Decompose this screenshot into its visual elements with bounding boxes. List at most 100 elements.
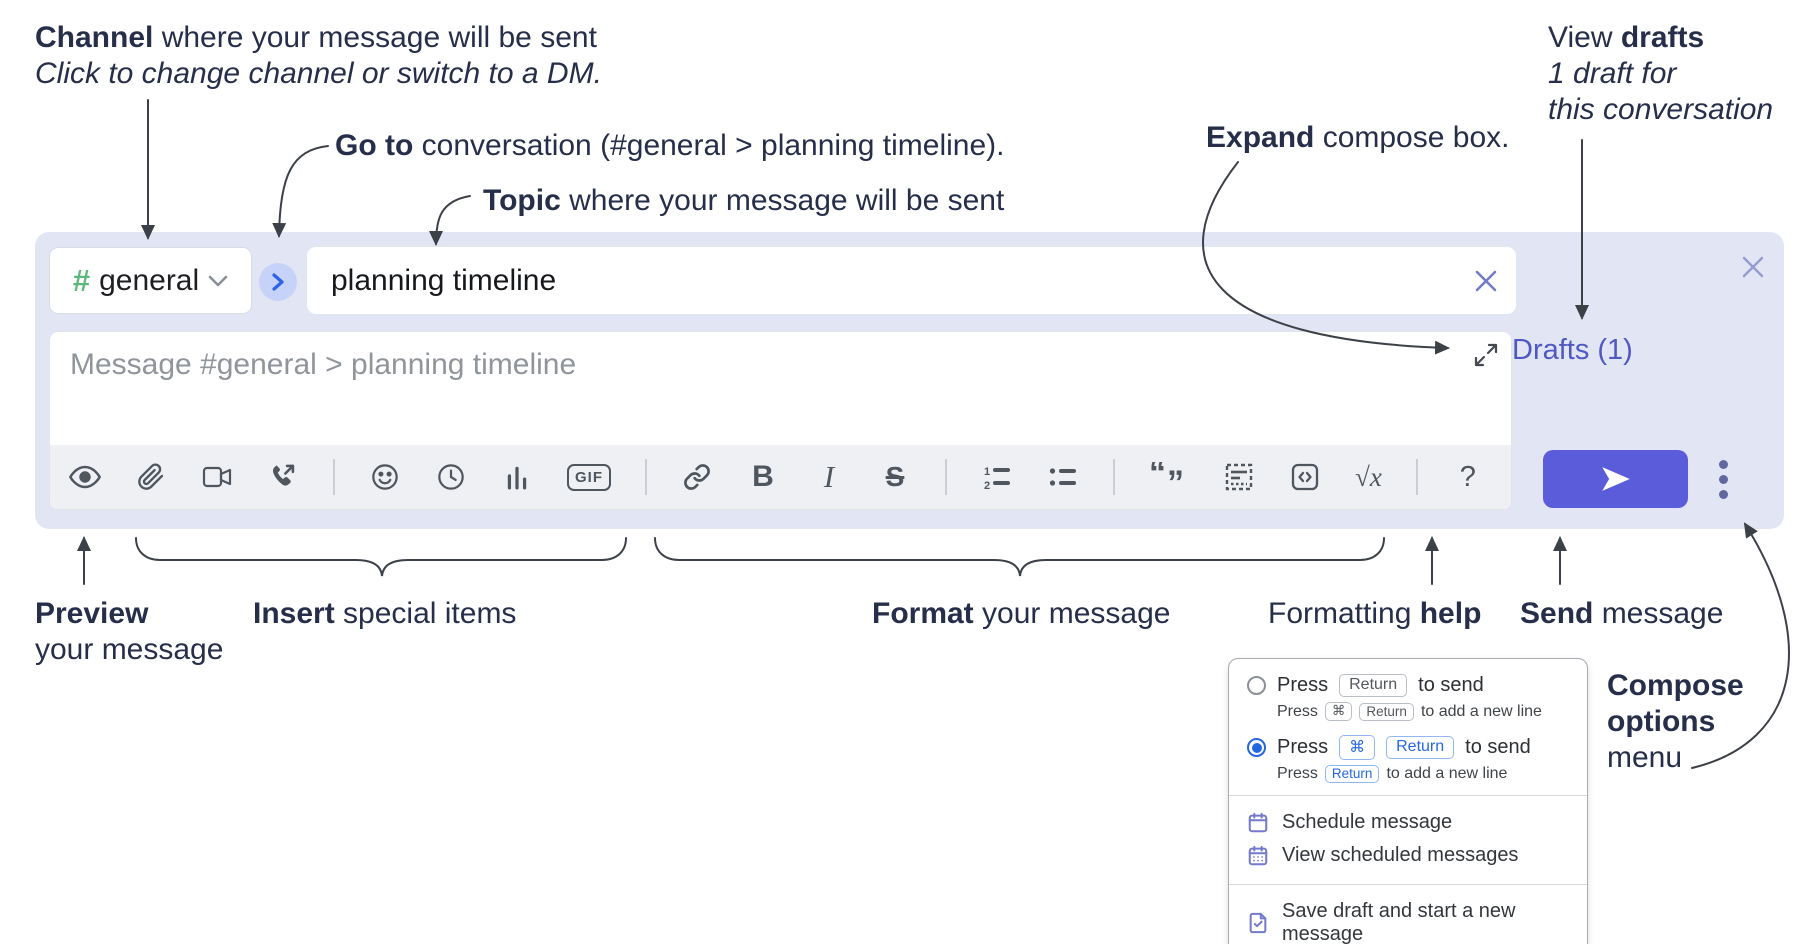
question-mark-icon: ?: [1459, 460, 1476, 493]
emoji-button[interactable]: [369, 458, 401, 496]
bulleted-list-icon: [1049, 468, 1076, 486]
radio-selected-icon[interactable]: [1247, 738, 1266, 757]
compose-options-button[interactable]: [1701, 454, 1745, 504]
math-button[interactable]: √x: [1355, 458, 1382, 496]
compose-box: # general: [35, 232, 1784, 529]
video-camera-icon: [202, 466, 232, 488]
toolbar-divider: [1113, 459, 1115, 495]
toolbar-divider: [1415, 459, 1418, 495]
svg-text:”: ”: [1167, 464, 1184, 492]
arrow-goto: [272, 145, 329, 238]
return-key: Return: [1386, 736, 1455, 759]
go-to-conversation-button[interactable]: [259, 263, 297, 301]
smiley-icon: [372, 464, 398, 490]
annotation-expand: Expand compose box.: [1206, 121, 1510, 154]
bold-icon: B: [752, 460, 774, 493]
calendar-icon: [1248, 812, 1268, 832]
brace-insert: [135, 537, 627, 577]
menu-option-enter-sends[interactable]: Press Return to send: [1229, 672, 1587, 697]
video-call-button[interactable]: [201, 458, 233, 496]
quote-button[interactable]: “ ”: [1149, 458, 1189, 496]
channel-selector[interactable]: # general: [49, 247, 252, 314]
menu-option-enter-sends-subtext: Press ⌘ Return to add a new line: [1277, 702, 1542, 721]
compose-toolbar: GIF B I S: [50, 445, 1511, 509]
drafts-link[interactable]: Drafts (1): [1512, 334, 1633, 366]
bold-button[interactable]: B: [747, 458, 779, 496]
close-icon: [1742, 256, 1764, 278]
channel-hash-icon: #: [72, 262, 91, 298]
paperclip-icon: [138, 463, 164, 490]
annotation-insert: Insert special items: [253, 597, 517, 630]
draft-check-icon: [1249, 912, 1267, 934]
math-icon: √x: [1355, 461, 1382, 492]
message-input[interactable]: [50, 332, 1455, 454]
close-compose-button[interactable]: [1738, 252, 1768, 282]
cmd-key: ⌘: [1339, 735, 1376, 760]
italic-icon: I: [823, 459, 835, 494]
return-key: Return: [1324, 765, 1380, 783]
menu-option-cmd-enter-sends[interactable]: Press ⌘ Return to send: [1229, 733, 1587, 760]
menu-divider: [1229, 884, 1587, 885]
menu-item-save-draft[interactable]: Save draft and start a new message: [1229, 895, 1587, 944]
radio-unselected-icon[interactable]: [1247, 676, 1266, 695]
quote-icon: “ ”: [1149, 462, 1184, 492]
topic-field-container: [307, 247, 1516, 314]
svg-text:1: 1: [984, 466, 990, 478]
return-key: Return: [1339, 674, 1408, 697]
expand-compose-button[interactable]: [1473, 342, 1499, 368]
cmd-key: ⌘: [1324, 702, 1353, 721]
toolbar-divider: [333, 459, 335, 495]
menu-divider: [1229, 795, 1587, 796]
channel-name: general: [99, 263, 200, 297]
annotation-channel: Channel where your message will be sent …: [35, 21, 602, 90]
calendar-grid-icon: [1248, 845, 1268, 865]
annotation-format: Format your message: [872, 597, 1171, 630]
formatting-help-button[interactable]: ?: [1452, 458, 1484, 496]
message-box: GIF B I S: [49, 331, 1512, 510]
chevron-right-icon: [272, 273, 284, 291]
attach-file-button[interactable]: [135, 458, 167, 496]
toolbar-divider: [645, 459, 647, 495]
menu-item-schedule-message[interactable]: Schedule message: [1229, 806, 1587, 839]
menu-option-cmd-enter-sends-subtext: Press Return to add a new line: [1277, 765, 1508, 783]
bar-chart-icon: [507, 466, 527, 490]
link-button[interactable]: [681, 458, 713, 496]
strikethrough-icon: S: [885, 461, 905, 492]
spoiler-icon: [1225, 463, 1253, 491]
numbered-list-button[interactable]: 1 2: [981, 458, 1013, 496]
phone-call-icon: [272, 464, 295, 486]
brace-format: [654, 537, 1385, 577]
schedule-time-button[interactable]: [435, 458, 467, 496]
italic-button[interactable]: I: [813, 458, 845, 496]
svg-text:2: 2: [984, 480, 990, 490]
expand-icon: [1474, 343, 1498, 367]
preview-button[interactable]: [69, 458, 101, 496]
annotation-goto: Go to conversation (#general > planning …: [335, 129, 1005, 162]
bulleted-list-button[interactable]: [1047, 458, 1079, 496]
code-button[interactable]: [1289, 458, 1321, 496]
code-icon: [1291, 463, 1319, 491]
clear-topic-button[interactable]: [1472, 267, 1500, 295]
gif-icon: GIF: [567, 463, 611, 491]
gif-button[interactable]: GIF: [567, 458, 611, 496]
annotation-compose-options: Compose options menu: [1607, 669, 1744, 774]
annotation-topic: Topic where your message will be sent: [483, 184, 1005, 217]
spoiler-button[interactable]: [1223, 458, 1255, 496]
link-icon: [684, 464, 710, 490]
numbered-list-icon: 1 2: [984, 466, 1010, 490]
compose-options-menu: Press Return to send Press ⌘ Return to a…: [1228, 658, 1588, 944]
annotation-formatting-help: Formatting help: [1268, 597, 1482, 630]
svg-text:“: “: [1149, 462, 1166, 492]
send-button[interactable]: [1543, 450, 1688, 508]
topic-input[interactable]: [329, 262, 1472, 299]
poll-button[interactable]: [501, 458, 533, 496]
strikethrough-button[interactable]: S: [879, 458, 911, 496]
audio-call-button[interactable]: [267, 458, 299, 496]
menu-item-view-scheduled[interactable]: View scheduled messages: [1229, 839, 1587, 872]
annotation-view-drafts: View drafts 1 draft for this conversatio…: [1548, 21, 1774, 126]
chevron-down-icon: [208, 275, 228, 286]
send-icon: [1601, 467, 1630, 491]
clock-icon: [438, 464, 464, 490]
ellipsis-icon: [1718, 459, 1728, 469]
